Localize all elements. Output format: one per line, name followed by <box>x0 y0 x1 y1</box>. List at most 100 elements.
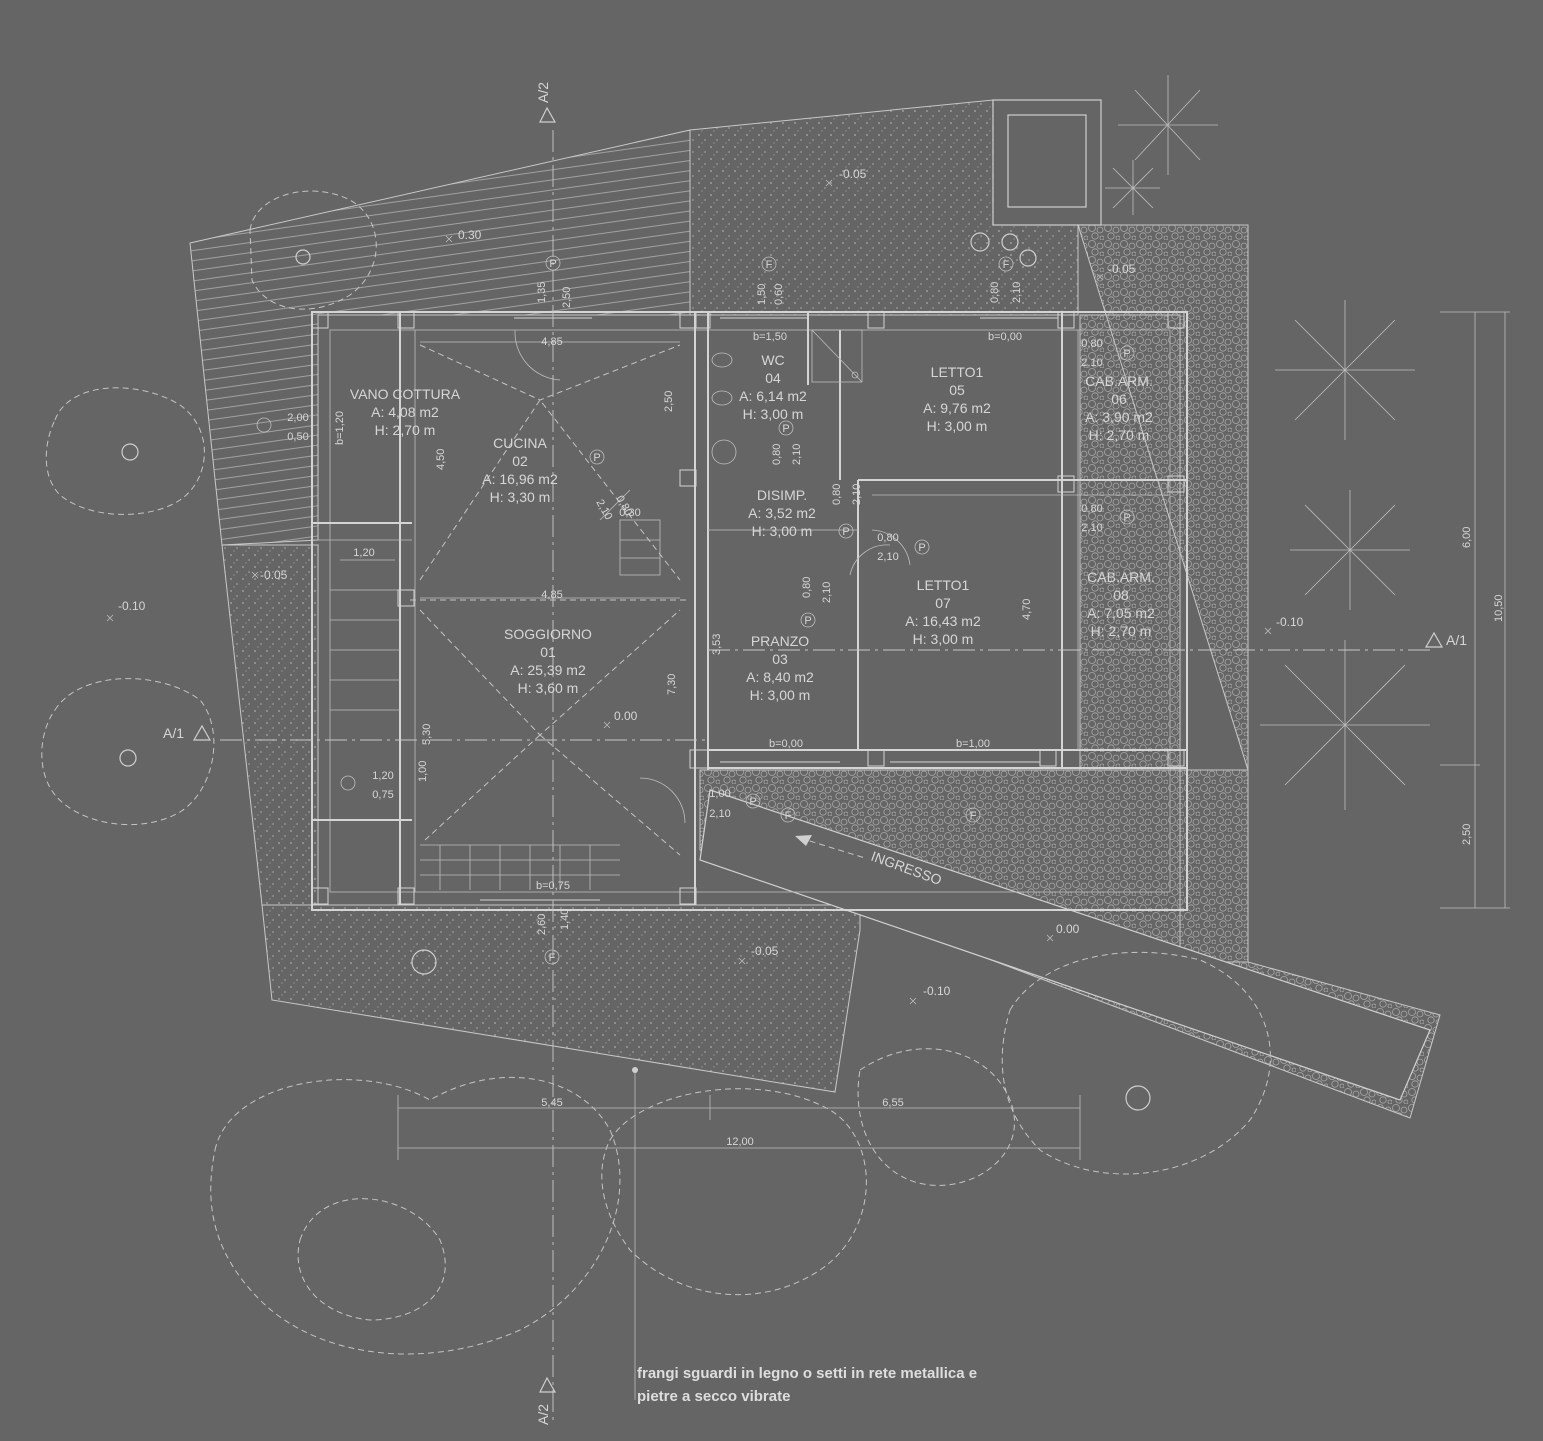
dim-label: 1,20 <box>372 770 393 782</box>
room-number: 08 <box>1113 587 1129 603</box>
dim-label: 1,40 <box>559 909 571 930</box>
room-area: A: 25,39 m2 <box>510 662 586 678</box>
room-area: A: 8,40 m2 <box>746 669 814 685</box>
marker-p: P <box>1123 512 1130 524</box>
level-markers: 0.30 -0.05 -0.05 -0.05 -0.10 -0.10 0.00 … <box>106 167 1304 1005</box>
room-area: A: 16,96 m2 <box>482 471 558 487</box>
dim-label: 2,60 <box>536 914 548 935</box>
room-number: 05 <box>949 382 965 398</box>
dim-label: 4,50 <box>435 449 447 470</box>
room-name: SOGGIORNO <box>504 626 592 642</box>
dim-label: 2,00 <box>287 412 308 424</box>
level-label: -0.10 <box>1276 615 1304 629</box>
dim-label: 2,10 <box>1081 357 1102 369</box>
dim-label: 0,75 <box>372 789 393 801</box>
marker-p: P <box>593 452 600 464</box>
dim-label: 6,00 <box>1461 527 1473 548</box>
room-height: H: 3,00 m <box>750 687 811 703</box>
room-name: VANO COTTURA <box>350 386 461 402</box>
gravel-areas <box>221 99 1079 1093</box>
marker-f: F <box>549 952 556 964</box>
dim-label: 2,50 <box>663 391 675 412</box>
dim-label: b=1,00 <box>956 738 990 750</box>
dim-label: 2,50 <box>1461 824 1473 845</box>
room-disimpegno: DISIMP. A: 3,52 m2 H: 3,00 m <box>748 487 816 539</box>
dim-label: 0,80 <box>831 484 843 505</box>
building-walls <box>311 311 1188 911</box>
room-height: H: 3,60 m <box>518 680 579 696</box>
dim-label: 0,80 <box>1081 338 1102 350</box>
level-label: 0.00 <box>1056 922 1080 936</box>
dim-label: 0,80 <box>877 532 898 544</box>
room-name: CAB.ARM. <box>1087 569 1155 585</box>
room-pranzo: PRANZO 03 A: 8,40 m2 H: 3,00 m <box>746 633 814 703</box>
room-area: A: 9,76 m2 <box>923 400 991 416</box>
level-label: 0.00 <box>614 709 638 723</box>
dim-label: 10,50 <box>1493 594 1505 622</box>
dim-label: 0,60 <box>773 284 785 305</box>
room-name: WC <box>761 352 784 368</box>
dim-label: 2,50 <box>561 287 573 308</box>
marker-f: P <box>549 258 556 270</box>
room-number: 04 <box>765 370 781 386</box>
room-number: 01 <box>540 644 556 660</box>
room-cucina: CUCINA 02 A: 16,96 m2 H: 3,30 m <box>482 435 558 505</box>
marker-p: P <box>749 796 756 808</box>
planter-box <box>992 99 1102 226</box>
dim-label: 3,53 <box>711 634 723 655</box>
dim-label: 1,00 <box>709 788 730 800</box>
room-name: CUCINA <box>493 435 547 451</box>
room-soggiorno: SOGGIORNO 01 A: 25,39 m2 H: 3,60 m <box>504 626 592 696</box>
marker-p: P <box>842 526 849 538</box>
dim-label: 1,35 <box>536 282 548 303</box>
room-height: H: 3,30 m <box>490 489 551 505</box>
level-label: -0.10 <box>923 984 951 998</box>
level-label: 0.30 <box>458 228 482 242</box>
marker-p: P <box>918 542 925 554</box>
dim-label: 4,85 <box>541 336 562 348</box>
note-line-2: pietre a secco vibrate <box>637 1388 790 1405</box>
dim-label: 1,20 <box>353 547 374 559</box>
room-height: H: 2,70 m <box>1089 427 1150 443</box>
dim-label: 2,10 <box>821 582 833 603</box>
level-label: -0.10 <box>118 599 146 613</box>
room-height: H: 2,70 m <box>375 422 436 438</box>
entry-path <box>699 789 1431 1101</box>
dimension-labels: 4,85 4,85 1,20 5,45 6,55 12,00 b=1,50 b=… <box>287 282 1505 1148</box>
room-name: PRANZO <box>751 633 809 649</box>
section-label-a2-top: A/2 <box>535 82 551 103</box>
marker-p: P <box>1123 348 1130 360</box>
room-height: H: 3,00 m <box>743 406 804 422</box>
dim-label: 0,80 <box>771 444 783 465</box>
room-height: H: 3,00 m <box>752 523 813 539</box>
dim-label: 12,00 <box>726 1136 754 1148</box>
room-area: A: 7,05 m2 <box>1087 605 1155 621</box>
dim-label: b=1,50 <box>753 331 787 343</box>
section-label-a1-right: A/1 <box>1446 632 1467 648</box>
marker-f: F <box>970 810 977 822</box>
room-number: 02 <box>512 453 528 469</box>
dim-label: 7,30 <box>666 674 678 695</box>
dim-label: b=0,00 <box>769 738 803 750</box>
room-cab-arm-08: CAB.ARM. 08 A: 7,05 m2 H: 2,70 m <box>1087 569 1155 639</box>
section-label-a2-bottom: A/2 <box>535 1404 551 1425</box>
marker-p: P <box>782 423 789 435</box>
dim-label: 0,80 <box>1081 503 1102 515</box>
dim-label: 0,80 <box>989 282 1001 303</box>
section-marks: A/2 A/2 A/1 A/1 <box>163 82 1467 1425</box>
dim-label: 1,00 <box>417 761 429 782</box>
fixture-markers: P F F P P P P P P P P F F F <box>256 255 1135 965</box>
note-line-1: frangi sguardi in legno o setti in rete … <box>637 1365 977 1382</box>
level-label: -0.05 <box>839 167 867 181</box>
dim-label: 2,10 <box>791 444 803 465</box>
room-height: H: 3,00 m <box>913 631 974 647</box>
room-name: LETTO1 <box>917 577 970 593</box>
room-number: 03 <box>772 651 788 667</box>
room-name: CAB.ARM. <box>1085 373 1153 389</box>
dim-label: 2,10 <box>709 808 730 820</box>
level-label: -0.05 <box>751 944 779 958</box>
room-vano-cottura: VANO COTTURA A: 4,08 m2 H: 2,70 m <box>350 386 461 438</box>
marker-f: F <box>1003 259 1010 271</box>
room-height: H: 3,00 m <box>927 418 988 434</box>
section-label-a1-left: A/1 <box>163 725 184 741</box>
